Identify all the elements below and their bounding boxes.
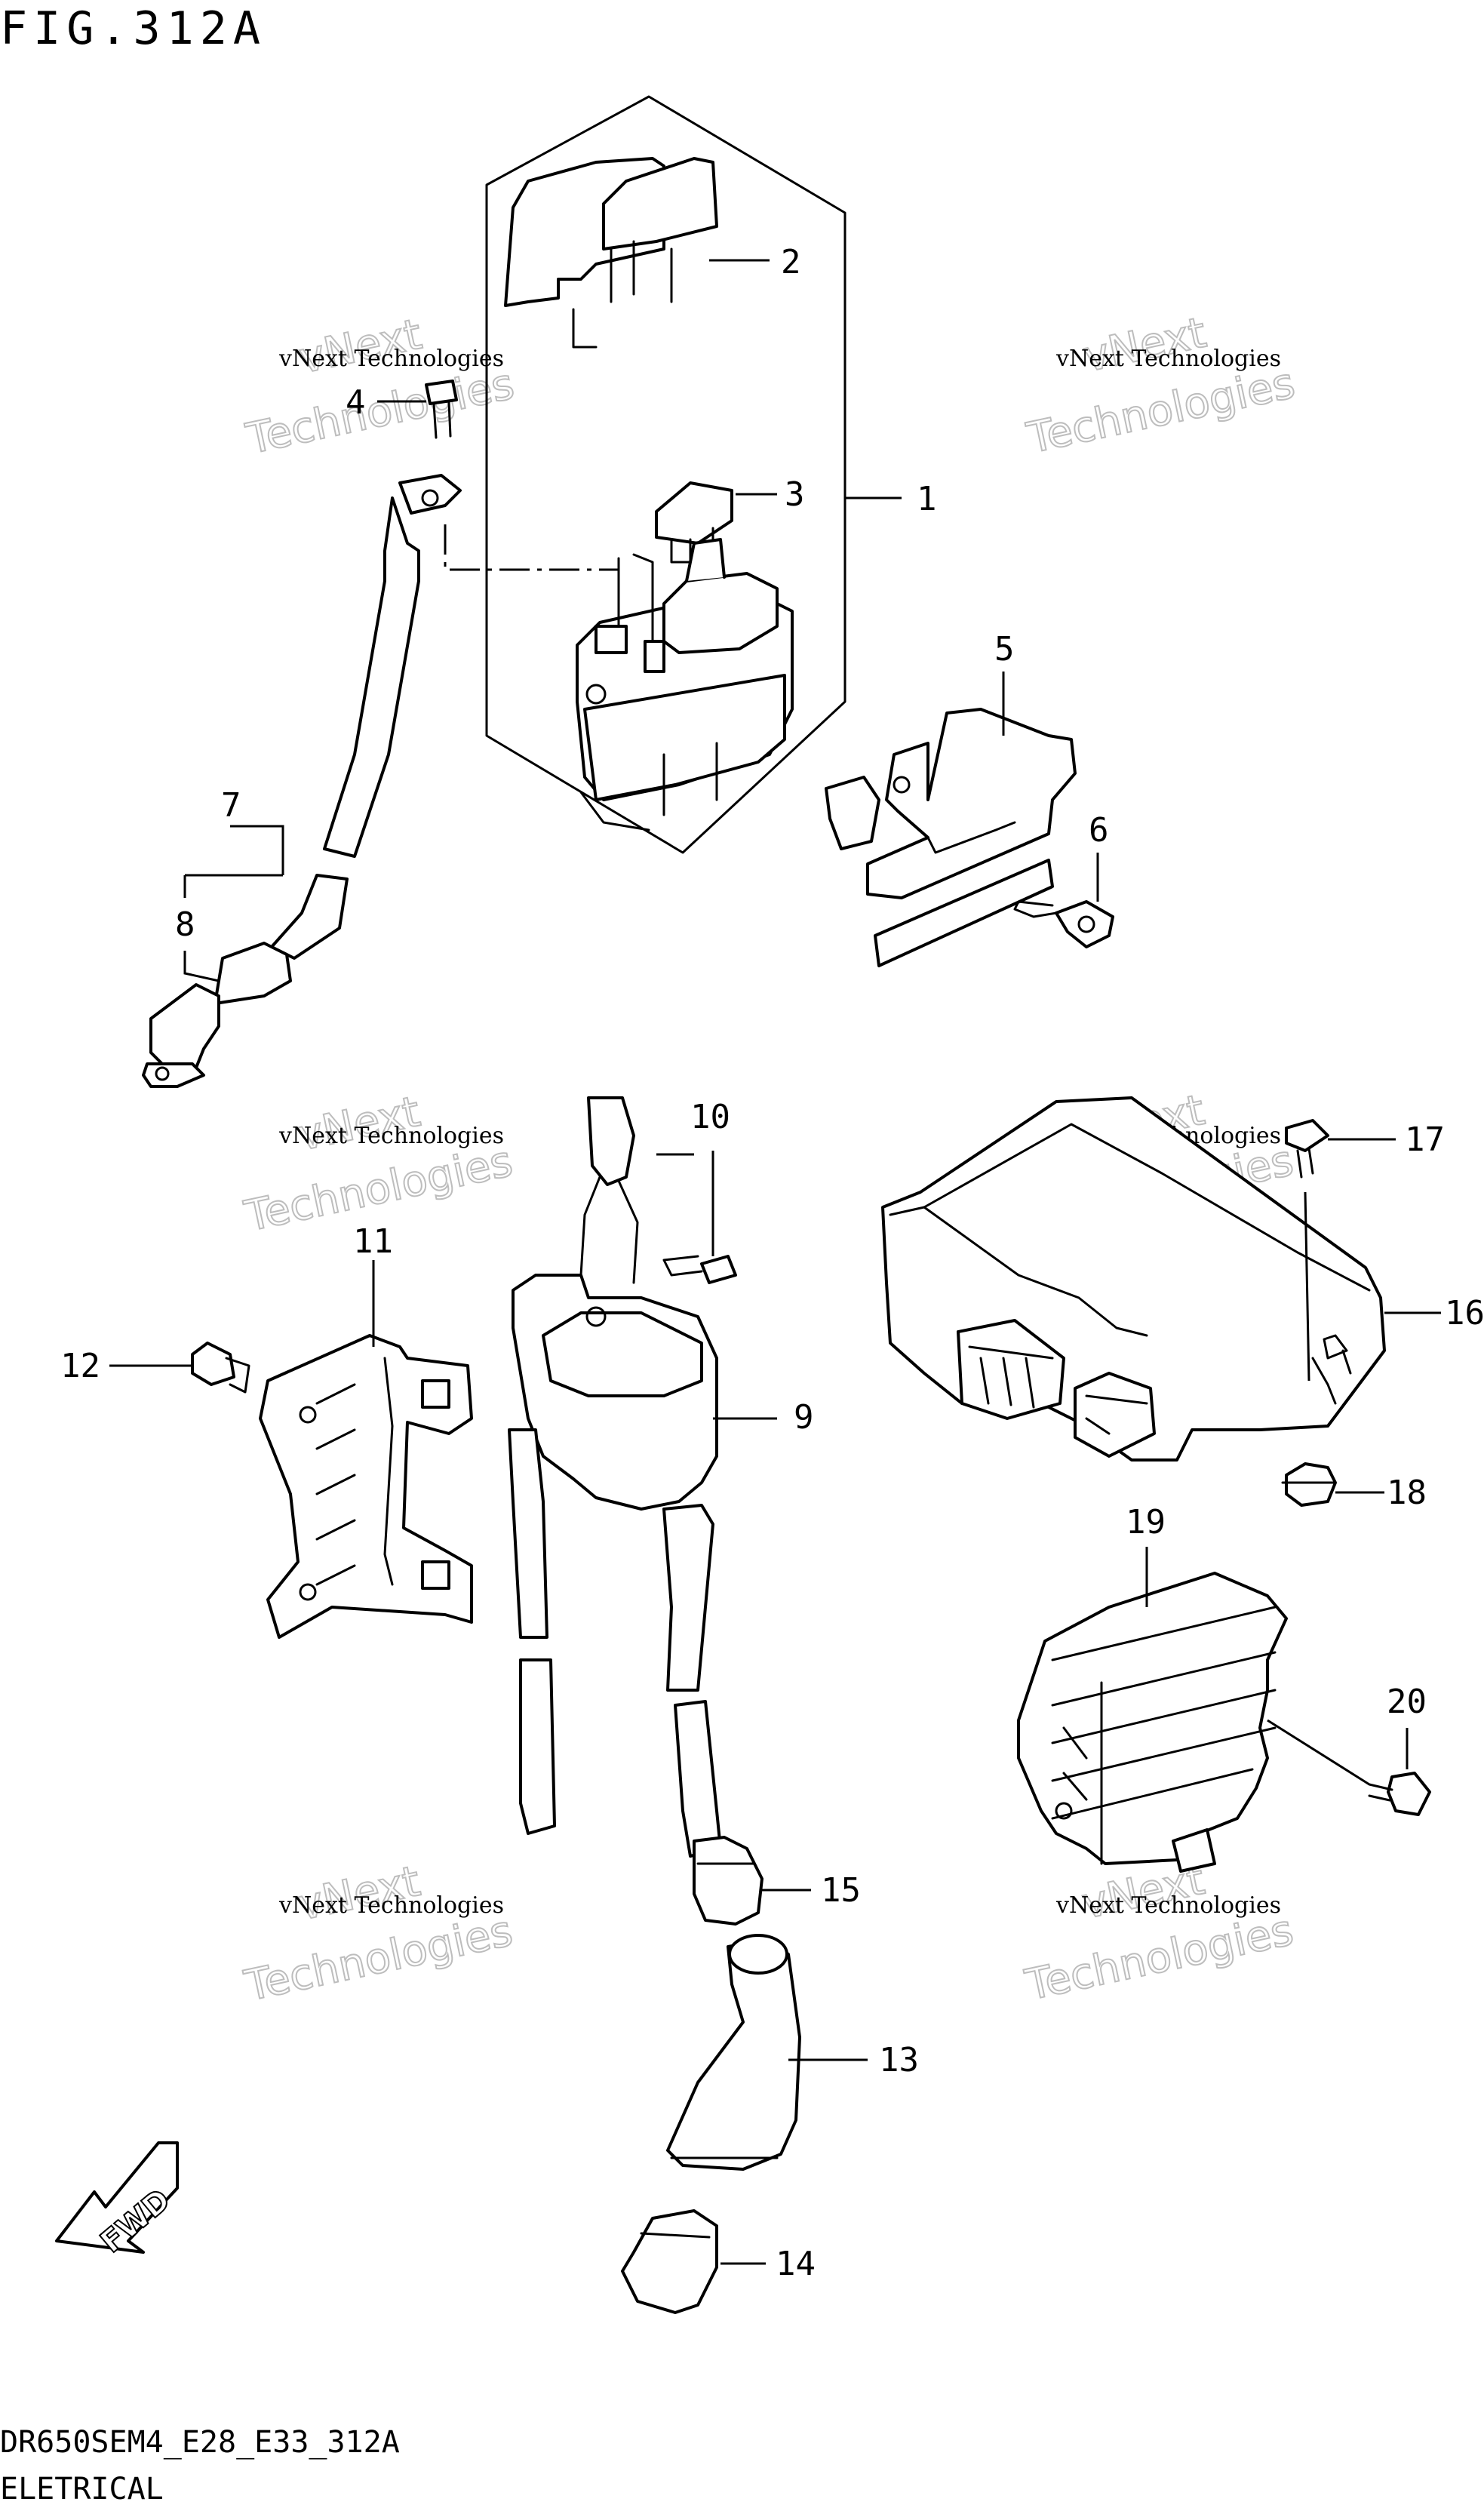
callout-20: 20: [1387, 1683, 1427, 1721]
fwd-arrow: FWD: [55, 2141, 179, 2261]
callout-9: 9: [794, 1398, 814, 1437]
callout-7: 7: [221, 786, 241, 825]
callout-3: 3: [785, 475, 805, 514]
watermark-text: vNext Technologies: [1055, 346, 1281, 372]
callout-6: 6: [1089, 811, 1109, 850]
part-6-bolt: [1013, 900, 1114, 948]
watermark-big: Technologies: [1021, 1906, 1297, 2011]
callout-11: 11: [353, 1222, 393, 1261]
part-9-ignition-coil: [508, 1096, 722, 1858]
leader-20-reg: [1267, 1719, 1370, 1786]
part-13-plug-cap: [666, 1934, 801, 2171]
callout-17: 17: [1405, 1120, 1445, 1159]
dash-line-4-relay: [444, 524, 619, 571]
part-14-cap-end: [621, 2209, 718, 2314]
footer-code: DR650SEM4_E28_E33_312A: [0, 2425, 400, 2460]
callout-2: 2: [781, 243, 801, 281]
watermark-2: Technologies vNext: [1022, 308, 1300, 465]
part-15-cap-nut: [693, 1836, 764, 1926]
callout-1: 1: [917, 480, 937, 518]
part-19-regulator: [1017, 1572, 1288, 1873]
part-5-bracket: [825, 708, 1077, 967]
callout-10: 10: [690, 1098, 730, 1136]
watermark-big: Technologies: [1023, 359, 1299, 464]
callout-18: 18: [1387, 1474, 1427, 1512]
callout-12: 12: [60, 1347, 100, 1385]
part-1-relay-body: [576, 538, 794, 831]
callout-4: 4: [346, 383, 366, 422]
leader-lines: [109, 259, 1441, 2265]
figure-title: FIG.312A: [0, 2, 266, 55]
watermark-6: Technologies vNext: [1020, 1855, 1298, 2012]
part-20-screw: [1368, 1772, 1431, 1816]
assembly-frame-1: [485, 95, 846, 854]
watermark-5: Technologies vNext: [240, 1856, 518, 2012]
watermark-3: Technologies vNext: [240, 1087, 518, 1243]
part-7-lead-wire: [142, 474, 462, 1088]
callout-5: 5: [994, 630, 1015, 669]
watermark-text: vNext Technologies: [278, 346, 504, 372]
watermark-big: Technologies: [242, 360, 518, 465]
part-18-nut: [1281, 1462, 1337, 1507]
callout-16: 16: [1445, 1294, 1484, 1332]
watermark-text: vNext Technologies: [1055, 1892, 1281, 1919]
watermark-text: vNext Technologies: [278, 1123, 504, 1149]
callout-15: 15: [821, 1871, 861, 1910]
part-17-screw: [1285, 1119, 1329, 1179]
part-11-bracket-plate: [259, 1334, 473, 1639]
callouts: 1 2 3 4 5 6 7 8 9 10 11 12 13 14 15 16 1…: [60, 243, 1484, 2283]
watermark-big: Technologies: [241, 1907, 517, 2012]
part-2-cover: [504, 157, 718, 349]
callout-8: 8: [175, 905, 195, 944]
leader-7-8: [183, 825, 284, 982]
part-4-screw: [425, 380, 458, 439]
leader-17-down: [1304, 1191, 1310, 1382]
callout-13: 13: [879, 2041, 919, 2079]
callout-19: 19: [1126, 1503, 1166, 1541]
footer-name: ELETRICAL: [0, 2472, 164, 2505]
part-10-bolt: [662, 1255, 737, 1284]
watermark-text: vNext Technologies: [278, 1892, 504, 1919]
watermark-1: Technologies vNext: [241, 309, 519, 466]
part-12-bolt: [191, 1342, 250, 1394]
part-16-cdi-unit: [881, 1096, 1386, 1462]
callout-14: 14: [776, 2245, 816, 2283]
